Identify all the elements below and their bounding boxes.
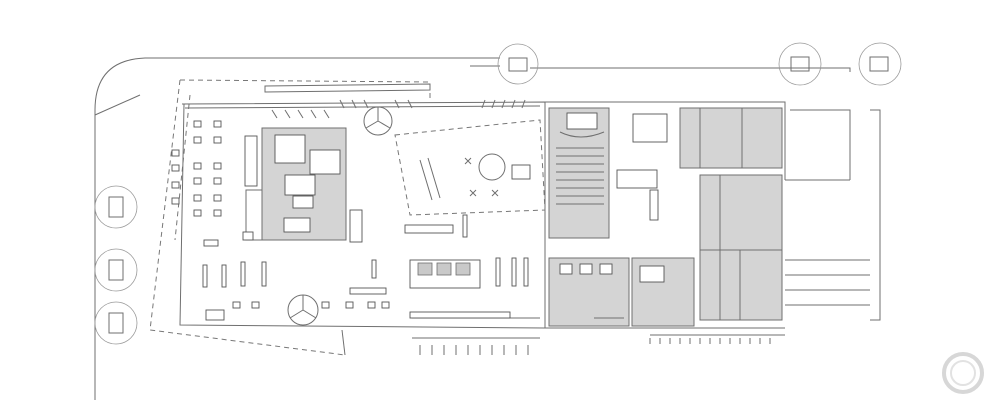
central-service-block: [404, 224, 481, 289]
exhibition-area: [394, 119, 546, 216]
site-boundary: [94, 57, 881, 400]
core-right: [548, 257, 695, 327]
core-left: [244, 127, 347, 241]
south-furniture: [205, 287, 390, 321]
street-trees: [94, 42, 902, 345]
bollards: [409, 311, 540, 355]
revolving-door-south: [287, 294, 319, 326]
north-fins: [271, 99, 526, 119]
cafe-seating: [171, 120, 254, 247]
building-outline: [179, 101, 851, 329]
revolving-door-north: [363, 106, 393, 136]
canopy-outline: [149, 79, 431, 356]
offices-right: [616, 107, 783, 321]
parking-lines: [649, 259, 870, 344]
watermark-logo: [942, 352, 984, 394]
shelving: [202, 209, 529, 288]
auditorium: [548, 107, 610, 239]
